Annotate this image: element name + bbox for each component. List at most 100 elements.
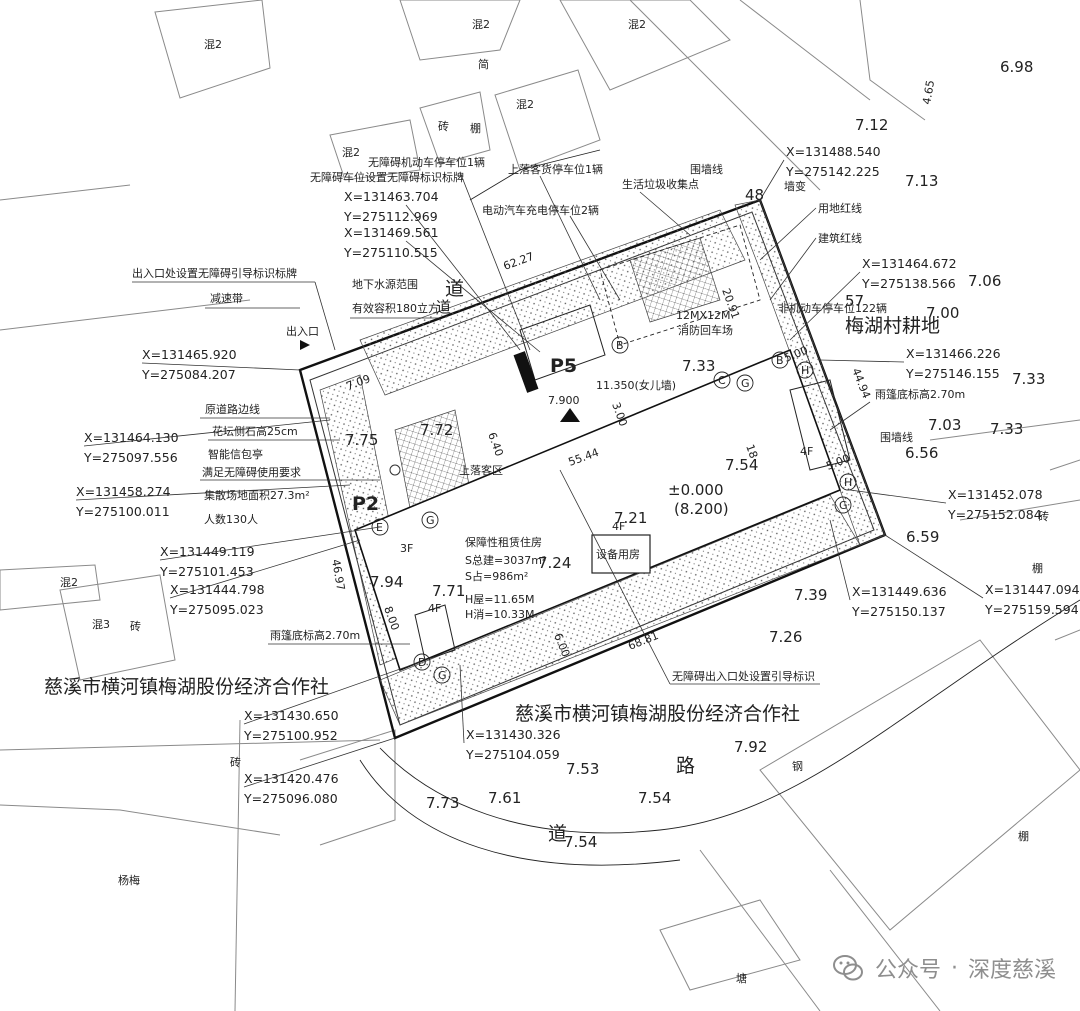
svg-text:7.73: 7.73 — [426, 794, 459, 812]
svg-text:B: B — [776, 354, 784, 367]
svg-text:6.56: 6.56 — [905, 444, 938, 462]
label-zhuan-a: 砖 — [438, 119, 449, 133]
svg-text:Y=275100.952: Y=275100.952 — [243, 728, 338, 743]
parking-and-turnaround — [389, 224, 761, 476]
svg-text:Y=275095.023: Y=275095.023 — [169, 602, 264, 617]
ann-duibian: 墙变 — [784, 179, 806, 193]
svg-text:7.71: 7.71 — [432, 582, 465, 600]
ann-weiqiang-2: 围墙线 — [880, 430, 913, 444]
svg-text:B: B — [616, 339, 624, 352]
owner-west: 慈溪市横河镇梅湖股份经济合作社 — [44, 676, 329, 698]
ann-youxiao: 有效容积180立方 — [352, 301, 439, 315]
svg-text:G: G — [438, 669, 447, 682]
ann-wzgbz: 无障碍车位设置无障碍标识标牌 — [310, 170, 464, 184]
label-peng-c: 棚 — [1018, 829, 1029, 843]
svg-text:7.72: 7.72 — [420, 421, 453, 439]
svg-text:7.94: 7.94 — [370, 573, 403, 591]
svg-text:E: E — [376, 521, 383, 534]
svg-text:7.92: 7.92 — [734, 738, 767, 756]
watermark-account: 深度慈溪 — [967, 958, 1056, 983]
svg-text:7.33: 7.33 — [990, 420, 1023, 438]
spot-elevations: 6.98 7.12 7.13 7.06 7.00 7.33 7.03 7.33 … — [345, 58, 1045, 851]
svg-text:Y=275110.515: Y=275110.515 — [343, 245, 438, 260]
svg-text:62.27: 62.27 — [502, 250, 536, 273]
parking-p2: P2 — [352, 493, 379, 515]
ann-huatan: 花坛侧石高25cm — [212, 424, 298, 438]
svg-text:Y=275100.011: Y=275100.011 — [75, 504, 170, 519]
svg-text:X=131465.920: X=131465.920 — [142, 347, 237, 362]
main-building — [354, 348, 851, 672]
svg-text:Y=275112.969: Y=275112.969 — [343, 209, 438, 224]
label-dao-north: 道 — [445, 278, 464, 300]
svg-text:Y=275138.566: Y=275138.566 — [861, 276, 956, 291]
svg-text:Y=275142.225: Y=275142.225 — [785, 164, 880, 179]
label-hun2-d: 混2 — [516, 98, 534, 111]
svg-text:Y=275152.084: Y=275152.084 — [947, 507, 1042, 522]
label-zhuan-d: 砖 — [1038, 509, 1049, 523]
label-peng-a: 棚 — [470, 121, 481, 135]
building-s-base: S占=986m² — [465, 569, 528, 583]
label-hun2-a: 混2 — [204, 38, 222, 51]
ann-rain-east: 雨篷底标高2.70m — [875, 387, 965, 401]
svg-text:4.65: 4.65 — [920, 79, 937, 105]
label-yangmei: 杨梅 — [118, 873, 140, 887]
svg-text:57: 57 — [845, 292, 864, 310]
p2-p5-guard: 道 — [436, 298, 451, 316]
label-jian: 简 — [478, 57, 489, 71]
owner-labels: 慈溪市横河镇梅湖股份经济合作社 慈溪市横河镇梅湖股份经济合作社 — [44, 676, 800, 725]
label-meihu-field: 梅湖村耕地 — [845, 315, 940, 337]
svg-text:7.61: 7.61 — [488, 789, 521, 807]
svg-text:X=131464.130: X=131464.130 — [84, 430, 179, 445]
svg-text:7.24: 7.24 — [538, 554, 571, 572]
svg-text:X=131458.274: X=131458.274 — [76, 484, 171, 499]
building-h-total: H屋=11.65M — [465, 593, 534, 606]
ann-parapet: 11.350(女儿墙) — [596, 378, 676, 392]
ann-yuandao: 原道路边线 — [205, 402, 260, 416]
svg-text:48: 48 — [745, 186, 764, 204]
label-zhuan-b: 砖 — [130, 619, 141, 633]
svg-text:Y=275104.059: Y=275104.059 — [465, 747, 560, 762]
svg-text:7.21: 7.21 — [614, 509, 647, 527]
building-info: 保障性租赁住房 S总建=3037m² S占=986m² H屋=11.65M H消… — [400, 445, 813, 621]
label-hun2-b: 混2 — [472, 18, 490, 31]
annotations: 无障碍机动车停车位1辆 无障碍车位设置无障碍标识标牌 上落客货停车位1辆 生活垃… — [132, 155, 965, 685]
ann-rain-west: 雨篷底标高2.70m — [270, 628, 360, 642]
ann-churukou: 出入口 — [286, 324, 319, 338]
label-hun2-f: 混2 — [60, 576, 78, 589]
svg-text:D: D — [418, 656, 426, 669]
svg-text:X=131452.078: X=131452.078 — [948, 487, 1043, 502]
ann-jiansu: 减速带 — [210, 292, 243, 305]
owner-south: 慈溪市横河镇梅湖股份经济合作社 — [515, 703, 800, 725]
floors-4f-west: 4F — [428, 602, 441, 615]
svg-text:X=131488.540: X=131488.540 — [786, 144, 881, 159]
ann-feijidong: 非机动车停车位122辆 — [778, 301, 887, 315]
svg-text:X=131420.476: X=131420.476 — [244, 771, 339, 786]
svg-text:6.59: 6.59 — [906, 528, 939, 546]
label-dao-south: 道 — [548, 823, 567, 845]
ann-wzgjd: 无障碍机动车停车位1辆 — [368, 155, 485, 169]
label-tang: 塘 — [736, 971, 747, 985]
floors-4f-center: 4F — [612, 520, 625, 533]
svg-text:7.12: 7.12 — [855, 116, 888, 134]
ann-xiaofang2: 消防回车场 — [678, 323, 733, 337]
ann-shangluoke: 上落客区 — [459, 463, 503, 477]
svg-text:44.94: 44.94 — [849, 366, 873, 400]
svg-text:G: G — [839, 499, 848, 512]
ann-dixia: 地下水源范围 — [352, 277, 418, 291]
label-lu: 路 — [676, 755, 695, 777]
ann-wza-churukou: 无障碍出入口处设置引导标识 — [672, 669, 815, 683]
svg-text:Y=275159.594: Y=275159.594 — [984, 602, 1079, 617]
ann-jianzhu: 建筑红线 — [818, 231, 862, 245]
ann-laji: 生活垃圾收集点 — [622, 177, 699, 191]
